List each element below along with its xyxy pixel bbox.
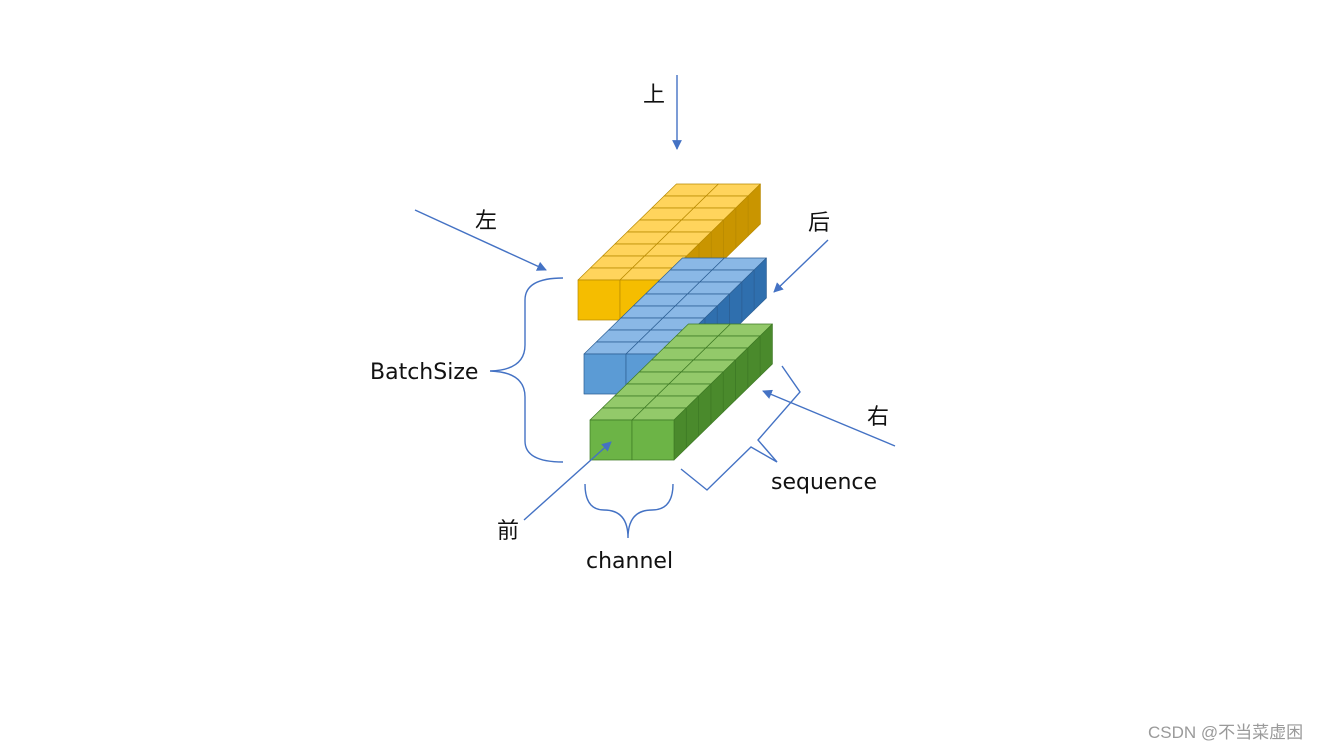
label-batchsize: BatchSize <box>370 360 478 385</box>
cube-front-face <box>589 419 633 461</box>
label-channel: channel <box>586 549 673 574</box>
layer-green <box>589 323 773 461</box>
cube-front-face <box>577 279 621 321</box>
cube-front-face <box>583 353 627 395</box>
watermark: CSDN @不当菜虚困 <box>1148 723 1303 742</box>
right-arrow <box>762 389 896 447</box>
label-top: 上 <box>643 83 665 108</box>
batch-brace <box>489 277 564 463</box>
tensor-layers <box>577 183 773 461</box>
back-arrow <box>773 239 829 293</box>
label-front: 前 <box>497 519 519 544</box>
left-arrow <box>414 209 547 271</box>
cube-front-face <box>631 419 675 461</box>
sequence-brace <box>680 365 801 491</box>
channel-brace <box>584 483 674 539</box>
label-left: 左 <box>475 209 497 234</box>
label-sequence: sequence <box>771 470 877 495</box>
label-back: 后 <box>808 211 830 236</box>
label-right: 右 <box>867 405 889 430</box>
front-arrow <box>523 441 612 521</box>
